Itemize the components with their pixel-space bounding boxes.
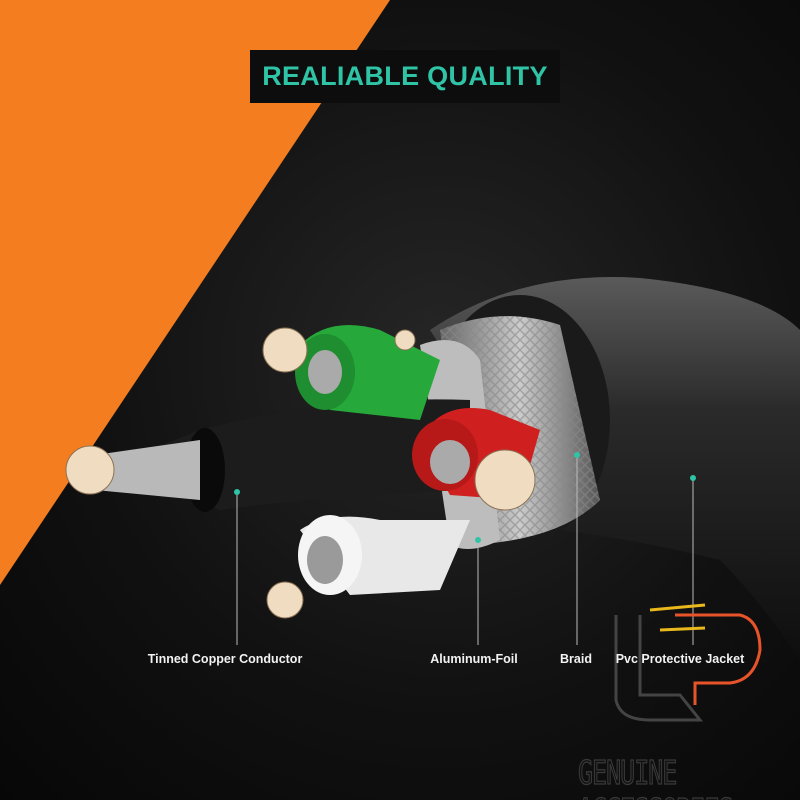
label-jacket: Pvc Protective Jacket	[615, 652, 745, 666]
watermark-tagline: GENUINE ACCESSORIES	[578, 754, 735, 800]
orange-triangle	[0, 0, 390, 585]
leader-dots	[234, 452, 696, 543]
lp-logo	[614, 603, 762, 722]
headline-banner: REALIABLE QUALITY	[250, 50, 560, 103]
copper-strands	[65, 327, 536, 619]
leader-lines	[236, 455, 694, 645]
label-braid: Braid	[560, 652, 592, 666]
label-foil: Aluminum-Foil	[430, 652, 518, 666]
label-conductor: Tinned Copper Conductor	[147, 652, 303, 666]
headline: REALIABLE QUALITY	[262, 61, 548, 91]
